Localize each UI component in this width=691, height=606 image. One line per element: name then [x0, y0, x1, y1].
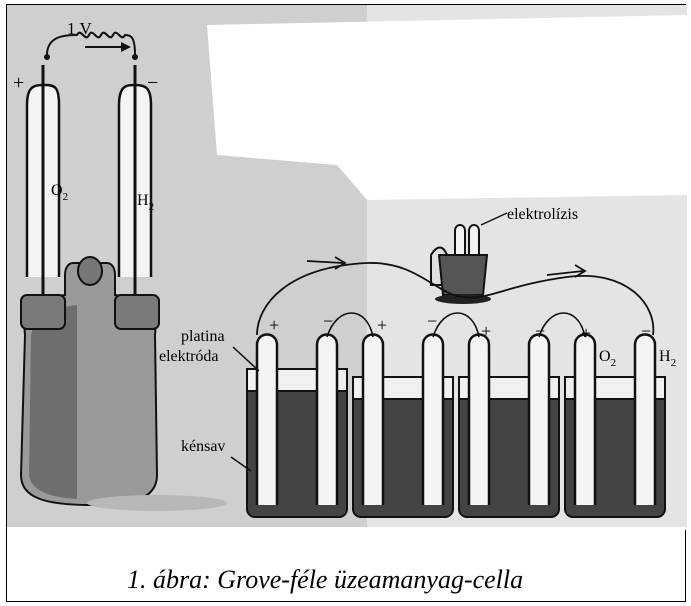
bottle-shadow [87, 495, 227, 511]
platinum-label-line1: platina [181, 328, 225, 345]
minus-label-b1: − [323, 311, 333, 331]
minus-label-left: − [147, 72, 158, 94]
plus-label-b2: + [377, 315, 387, 335]
bottle-stopper [78, 257, 102, 285]
terminal-left [44, 54, 50, 60]
figure-frame: 1 V + − O2 H2 elektrolízis [6, 4, 686, 602]
minus-label-b2: − [427, 311, 437, 331]
electrolysis-label: elektrolízis [507, 206, 578, 223]
voltage-label: 1 V [67, 19, 92, 38]
plus-label-b4: + [581, 323, 591, 343]
bottle-neck-right [115, 295, 159, 329]
grove-cell-illustration: 1 V + − O2 H2 elektrolízis [7, 5, 687, 530]
terminal-right [132, 54, 138, 60]
bottle-shading [29, 305, 77, 499]
minus-label-b3: − [535, 321, 545, 341]
figure-caption: 1. ábra: Grove-féle üzeamanyag-cella [7, 565, 687, 595]
bottle-neck-left [21, 295, 65, 329]
minus-label-b4: − [641, 321, 651, 341]
lower-white-band [7, 527, 687, 530]
plus-label-b1: + [269, 315, 279, 335]
plus-label-b3: + [481, 321, 491, 341]
plus-label-left: + [13, 72, 24, 94]
sulfuric-acid-label: kénsav [181, 438, 225, 455]
platinum-label-line2: elektróda [159, 348, 219, 365]
